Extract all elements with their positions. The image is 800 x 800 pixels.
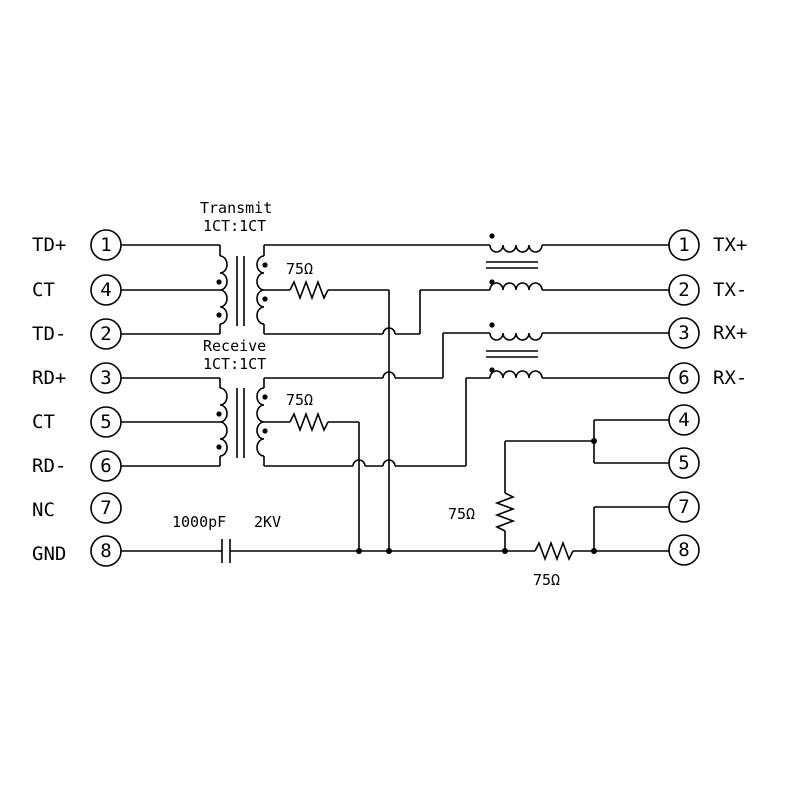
receive-secondary-wiring [264, 332, 490, 551]
right-pin-5: 5 [668, 447, 700, 479]
left-pin-num-7: 7 [100, 497, 111, 519]
left-pin-num-4: 4 [100, 279, 111, 301]
right-pin-num-1: 1 [678, 234, 689, 256]
right-pin-6: 6 [668, 362, 700, 394]
ground-bus [121, 539, 535, 563]
resistor-r4-label: 75Ω [533, 571, 560, 589]
left-pin-1: 1 [90, 229, 122, 261]
left-pin-num-8: 8 [100, 540, 111, 562]
left-pin-num-6: 6 [100, 455, 111, 477]
right-pin-num-7: 7 [678, 496, 689, 518]
right-pin-label-rx-plus: RX+ [713, 322, 747, 344]
right-pin-2: 2 [668, 274, 700, 306]
right-pin-1: 1 [668, 229, 700, 261]
left-pin-num-1: 1 [100, 234, 111, 256]
resistor-r3-zigzag [494, 492, 516, 532]
right-pin-7: 7 [668, 491, 700, 523]
right-pin-num-8: 8 [678, 539, 689, 561]
left-pin-4: 4 [90, 274, 122, 306]
left-pin-3: 3 [90, 362, 122, 394]
transmit-title: Transmit [200, 199, 272, 217]
termination-network [494, 419, 669, 562]
receive-ratio: 1CT:1CT [203, 355, 266, 373]
resistor-r2-label: 75Ω [286, 391, 313, 409]
right-pin-4: 4 [668, 404, 700, 436]
receive-transformer [121, 377, 268, 467]
left-pin-label-td-plus: TD+ [32, 234, 66, 256]
left-pin-7: 7 [90, 492, 122, 524]
left-pin-label-nc: NC [32, 499, 55, 521]
right-pin-num-3: 3 [678, 322, 689, 344]
transmit-choke [486, 233, 669, 291]
resistor-r1-label: 75Ω [286, 260, 313, 278]
right-pin-8: 8 [668, 534, 700, 566]
capacitor-value-label: 1000pF [172, 513, 226, 531]
left-pin-label-td-minus: TD- [32, 323, 66, 345]
transmit-ratio: 1CT:1CT [203, 217, 266, 235]
left-pin-num-2: 2 [100, 323, 111, 345]
resistor-r2-zigzag [289, 411, 329, 433]
right-pin-label-rx-minus: RX- [713, 367, 747, 389]
right-pin-label-tx-plus: TX+ [713, 234, 747, 256]
resistor-r4-zigzag [534, 540, 574, 562]
left-pin-label-gnd: GND [32, 543, 66, 565]
capacitor-voltage-label: 2KV [254, 513, 281, 531]
right-pin-3: 3 [668, 317, 700, 349]
right-pin-num-2: 2 [678, 279, 689, 301]
receive-choke [486, 322, 669, 379]
right-pin-num-4: 4 [678, 409, 689, 431]
left-pin-num-3: 3 [100, 367, 111, 389]
left-pin-label-rd-minus: RD- [32, 455, 66, 477]
transmit-transformer [121, 244, 268, 335]
left-pin-2: 2 [90, 318, 122, 350]
right-pin-label-tx-minus: TX- [713, 279, 747, 301]
left-pin-label-rd-plus: RD+ [32, 367, 66, 389]
right-pin-num-6: 6 [678, 367, 689, 389]
left-pin-6: 6 [90, 450, 122, 482]
right-pin-num-5: 5 [678, 452, 689, 474]
left-pin-label-ct-4: CT [32, 279, 55, 301]
receive-title: Receive [203, 337, 266, 355]
transmit-secondary-wiring [264, 244, 490, 551]
left-pin-5: 5 [90, 406, 122, 438]
left-pin-8: 8 [90, 535, 122, 567]
resistor-r1-zigzag [289, 279, 329, 301]
left-pin-label-ct-5: CT [32, 411, 55, 433]
resistor-r3-label: 75Ω [448, 505, 475, 523]
left-pin-num-5: 5 [100, 411, 111, 433]
